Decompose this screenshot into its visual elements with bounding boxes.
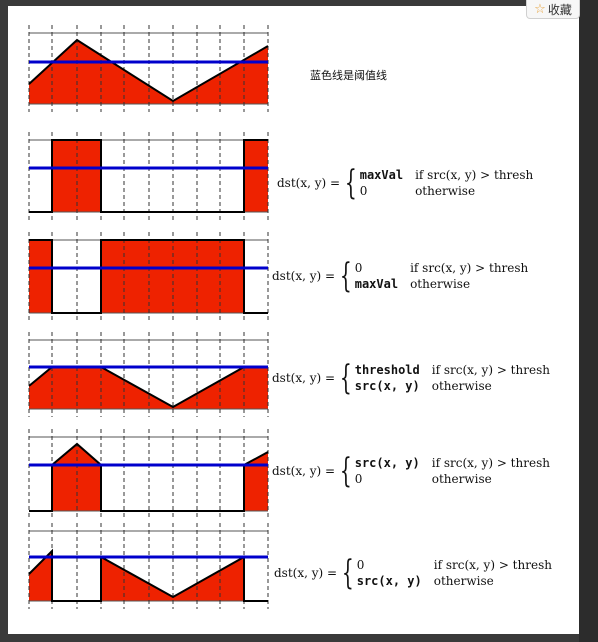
star-icon: ☆	[534, 1, 546, 17]
case-condition: otherwise	[431, 472, 492, 486]
formula-lhs: dst(x, y) =	[272, 371, 336, 385]
favorite-button[interactable]: ☆ 收藏	[526, 0, 580, 19]
to-zero-fill	[52, 444, 101, 511]
case-condition: if src(x, y) > thresh	[431, 363, 550, 377]
brace-icon: {	[341, 553, 354, 593]
scroll-gutter	[579, 0, 598, 642]
case-value: 0	[354, 472, 363, 486]
formula-cases: 0 if src(x, y) > thresh src(x, y) otherwise	[357, 558, 552, 588]
binary-inverted-fill-1	[29, 240, 52, 313]
case-condition: otherwise	[415, 184, 476, 198]
case-condition: if src(x, y) > thresh	[431, 456, 550, 470]
to-zero-inverted-formula: dst(x, y) ={0 if src(x, y) > thresh src(x,…	[274, 556, 552, 590]
case-value: src(x, y)	[356, 574, 422, 588]
formula-cases: 0 if src(x, y) > thresh maxVal otherwise	[355, 261, 529, 291]
case-value: src(x, y)	[354, 379, 420, 393]
to-zero-fill-2	[244, 452, 268, 511]
case-condition: if src(x, y) > thresh	[415, 168, 534, 182]
case-condition: if src(x, y) > thresh	[433, 558, 552, 572]
brace-icon: {	[344, 163, 357, 203]
binary-inverted-formula: dst(x, y) ={0 if src(x, y) > thresh maxVal…	[272, 259, 528, 293]
formula-lhs: dst(x, y) =	[274, 566, 338, 580]
formula-lhs: dst(x, y) =	[272, 269, 336, 283]
formula-cases: maxVal if src(x, y) > thresh 0 otherwise	[360, 168, 534, 198]
binary-fill-2	[244, 140, 268, 212]
truncate-fill	[29, 367, 268, 409]
case-value: maxVal	[354, 277, 399, 291]
formula-cases: threshold if src(x, y) > thresh src(x, y) o…	[355, 363, 550, 393]
content-area	[8, 6, 579, 634]
binary-inverted-waveform	[29, 239, 268, 314]
formula-cases: src(x, y) if src(x, y) > thresh 0 otherwise	[355, 456, 550, 486]
threshold-note: 蓝色线是阈值线	[310, 69, 387, 82]
case-condition: otherwise	[431, 379, 492, 393]
case-value: 0	[356, 558, 365, 572]
to-zero-inverted-fill-2	[101, 557, 244, 601]
formula-lhs: dst(x, y) =	[272, 464, 336, 478]
brace-icon: {	[339, 358, 352, 398]
case-value: 0	[359, 184, 368, 198]
binary-formula: dst(x, y) ={maxVal if src(x, y) > thresh 0…	[277, 166, 533, 200]
case-condition: otherwise	[433, 574, 494, 588]
formula-lhs: dst(x, y) =	[277, 176, 341, 190]
truncate-formula: dst(x, y) ={threshold if src(x, y) > thre…	[272, 361, 550, 395]
binary-waveform	[29, 139, 268, 213]
brace-icon: {	[339, 256, 352, 296]
case-condition: if src(x, y) > thresh	[410, 261, 529, 275]
case-value: src(x, y)	[354, 456, 420, 470]
case-condition: otherwise	[410, 277, 471, 291]
case-value: threshold	[354, 363, 420, 377]
to-zero-inverted-fill	[29, 551, 52, 601]
original-fill	[29, 40, 268, 104]
to-zero-formula: dst(x, y) ={src(x, y) if src(x, y) > thre…	[272, 454, 550, 488]
case-value: maxVal	[359, 168, 404, 182]
brace-icon: {	[339, 451, 352, 491]
favorite-label: 收藏	[547, 2, 572, 17]
case-value: 0	[354, 261, 363, 275]
